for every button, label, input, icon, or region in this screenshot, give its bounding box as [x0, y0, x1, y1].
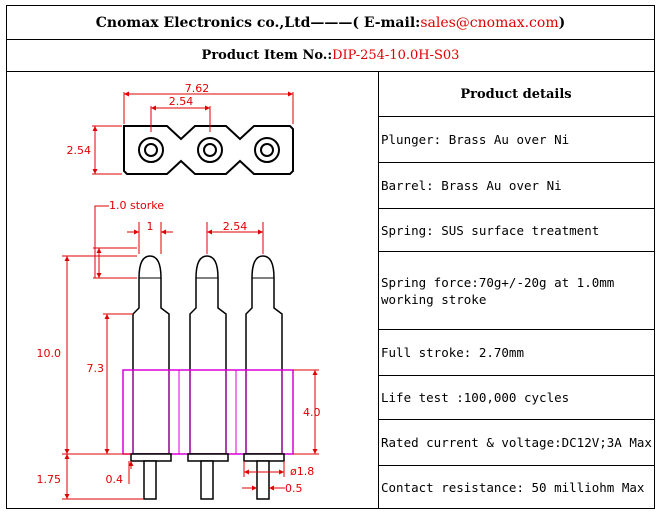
product-item-number: DIP-254-10.0H-S03	[332, 48, 460, 63]
dim-pitch-side: 2.54	[223, 220, 248, 233]
product-item-header: Product Item No.: DIP-254-10.0H-S03	[6, 39, 655, 72]
detail-plunger: Plunger: Brass Au over Ni	[378, 117, 654, 163]
top-view: 7.62 2.54 2.54	[67, 82, 294, 175]
dim-body-height: 7.3	[87, 362, 105, 375]
dim-tail-diameter: ø1.8	[290, 465, 314, 478]
details-heading: Product details	[378, 72, 654, 117]
dim-standoff: 0.4	[106, 473, 124, 486]
product-item-label: Product Item No.:	[201, 48, 333, 63]
dim-height-top: 2.54	[67, 144, 92, 157]
dim-insulator-height: 4.0	[303, 406, 321, 419]
detail-spring: Spring: SUS surface treatment	[378, 209, 654, 252]
dim-pitch-top: 2.54	[169, 95, 194, 108]
top-view-outline	[123, 125, 294, 175]
dim-tail-pin: 0.5	[285, 482, 303, 495]
top-view-holes	[138, 137, 280, 163]
pin-2	[189, 255, 227, 455]
company-name: Cnomax Electronics co.,Ltd	[95, 14, 311, 31]
technical-drawing: 7.62 2.54 2.54	[7, 72, 379, 508]
detail-life-test: Life test :100,000 cycles	[378, 376, 654, 420]
dim-tip-width: 1	[147, 220, 154, 233]
dim-stroke-label: 1.0 storke	[109, 199, 164, 212]
dim-tail-length: 1.75	[37, 473, 62, 486]
detail-contact-resistance: Contact resistance: 50 milliohm Max	[381, 479, 645, 495]
product-details-table: Product details Plunger: Brass Au over N…	[378, 72, 654, 508]
email-label: ( E-mail:	[352, 14, 421, 31]
email-link[interactable]: sales@cnomax.com	[420, 14, 559, 31]
spec-body: 7.62 2.54 2.54	[6, 71, 655, 509]
pin-1	[132, 255, 170, 455]
drawing-svg: 7.62 2.54 2.54	[37, 82, 321, 500]
detail-full-stroke: Full stroke: 2.70mm	[378, 330, 654, 376]
side-view: 1.0 storke 1 2.54 10.0 7.3 4.0 ø1.8 1.75…	[37, 199, 321, 500]
detail-spring-force: Spring force:70g+/-20g at 1.0mm working …	[378, 252, 654, 330]
email-close: )	[558, 14, 566, 31]
dim-total-height: 10.0	[37, 347, 62, 360]
dim-width-total: 7.62	[185, 82, 210, 95]
pin-3	[245, 255, 283, 455]
header-separator: ———	[310, 14, 353, 31]
company-header: Cnomax Electronics co.,Ltd ——— ( E-mail:…	[6, 5, 655, 40]
detail-rated-current: Rated current & voltage:DC12V;3A Max	[378, 420, 654, 466]
detail-barrel: Barrel: Brass Au over Ni	[378, 163, 654, 209]
